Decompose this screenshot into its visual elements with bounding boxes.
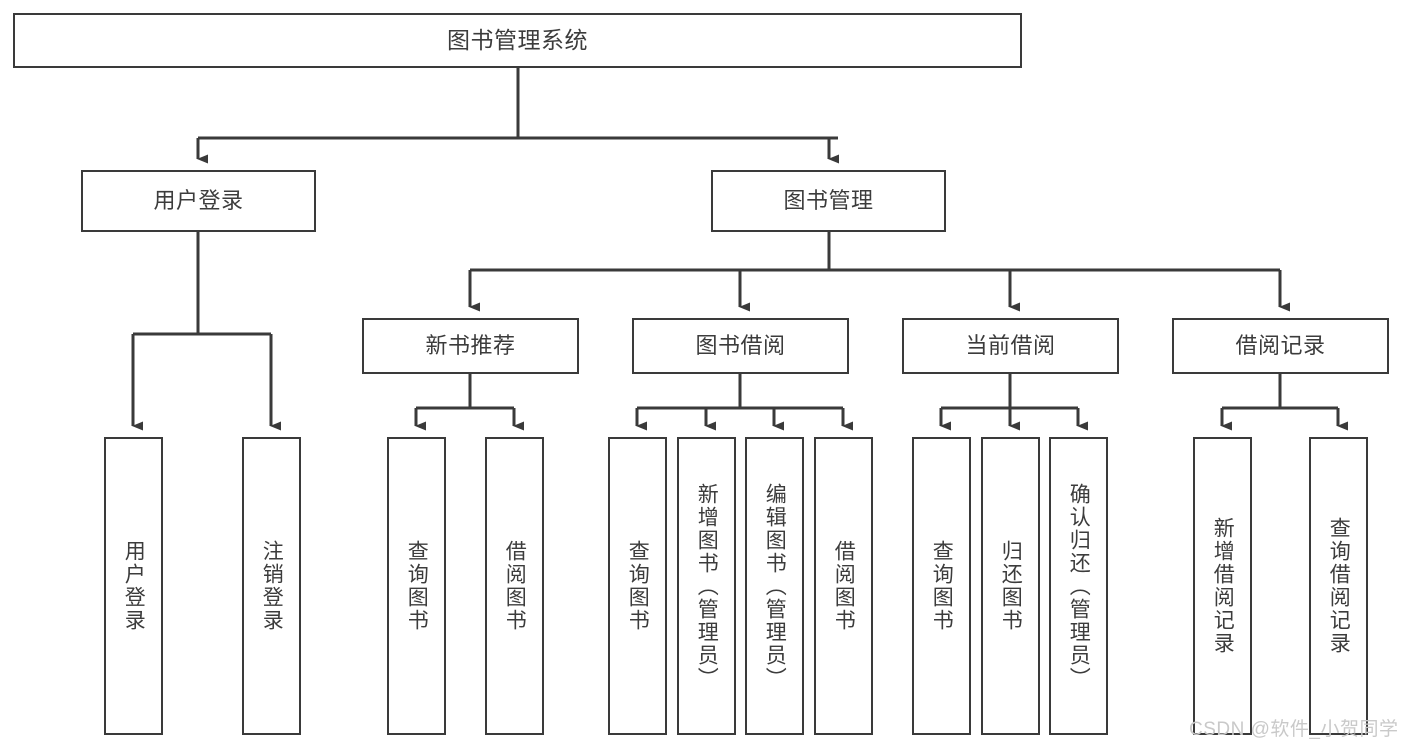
leaf-borrow-book-label: 借阅图书 [832,540,856,632]
csdn-watermark: CSDN @软件_小贺同学 [1189,719,1399,740]
leaf-edit-book-admin[interactable]: 编辑图书（管理员） [745,437,804,735]
node-book-management[interactable]: 图书管理 [711,170,946,232]
node-current-borrow-label: 当前借阅 [965,333,1056,359]
leaf-logout[interactable]: 注销登录 [242,437,301,735]
node-new-book-recommend[interactable]: 新书推荐 [362,318,579,374]
node-borrow-record[interactable]: 借阅记录 [1172,318,1389,374]
leaf-query-book-borrow[interactable]: 查询图书 [608,437,667,735]
leaf-query-book-borrow-label: 查询图书 [626,540,650,632]
node-borrow-record-label: 借阅记录 [1235,333,1326,359]
node-user-login-label: 用户登录 [153,188,244,214]
leaf-add-book-admin-label: 新增图书（管理员） [695,482,719,690]
leaf-confirm-return-admin[interactable]: 确认归还（管理员） [1049,437,1108,735]
leaf-user-login[interactable]: 用户登录 [104,437,163,735]
leaf-query-book-recommend-label: 查询图书 [405,540,429,632]
node-current-borrow[interactable]: 当前借阅 [902,318,1119,374]
leaf-add-borrow-record[interactable]: 新增借阅记录 [1193,437,1252,735]
node-book-borrow-label: 图书借阅 [695,333,786,359]
leaf-borrow-book[interactable]: 借阅图书 [814,437,873,735]
leaf-user-login-label: 用户登录 [122,540,146,632]
node-new-book-recommend-label: 新书推荐 [425,333,516,359]
leaf-add-borrow-record-label: 新增借阅记录 [1211,517,1235,655]
leaf-query-book-recommend[interactable]: 查询图书 [387,437,446,735]
leaf-add-book-admin[interactable]: 新增图书（管理员） [677,437,736,735]
leaf-return-book-label: 归还图书 [999,540,1023,632]
node-book-borrow[interactable]: 图书借阅 [632,318,849,374]
leaf-query-book-current-label: 查询图书 [930,540,954,632]
leaf-edit-book-admin-label: 编辑图书（管理员） [763,482,787,690]
node-root-system[interactable]: 图书管理系统 [13,13,1022,68]
leaf-borrow-book-recommend-label: 借阅图书 [503,540,527,632]
node-user-login[interactable]: 用户登录 [81,170,316,232]
leaf-return-book[interactable]: 归还图书 [981,437,1040,735]
leaf-logout-label: 注销登录 [260,540,284,632]
leaf-query-borrow-record-label: 查询借阅记录 [1327,517,1351,655]
leaf-borrow-book-recommend[interactable]: 借阅图书 [485,437,544,735]
node-book-management-label: 图书管理 [783,188,874,214]
leaf-query-book-current[interactable]: 查询图书 [912,437,971,735]
leaf-query-borrow-record[interactable]: 查询借阅记录 [1309,437,1368,735]
node-root-label: 图书管理系统 [447,26,588,53]
leaf-confirm-return-admin-label: 确认归还（管理员） [1067,482,1091,690]
